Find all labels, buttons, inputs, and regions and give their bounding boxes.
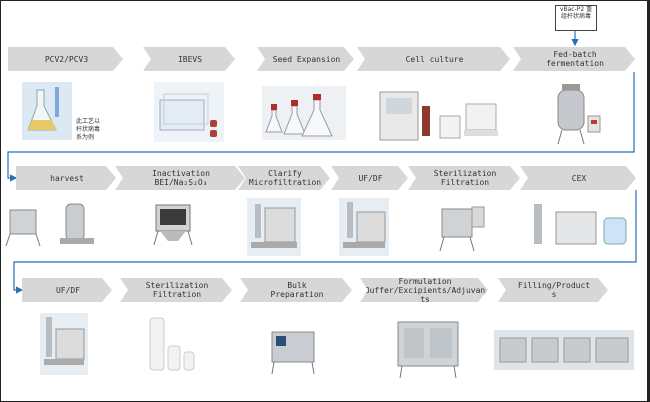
step-sterilization-filtration-1: Sterilization Filtration (408, 166, 520, 190)
side-note-line2: 杆状病毒 (76, 126, 101, 133)
step-clarify-microfiltration: Clarify Microfiltration (238, 166, 330, 190)
step-label: IBEVS (177, 54, 203, 64)
step-inactivation: Inactivation BEI/Na₂S₂O₃ (115, 166, 245, 190)
strain-note-line2: 组杆状病毒 (560, 13, 591, 20)
step-label: Formulation Buffer/Excipients/Adjuvan ts (364, 276, 486, 304)
pcv-cell-flask-image (22, 82, 72, 140)
uf-df-skid-image (339, 198, 389, 256)
step-label: Filling/Product s (517, 281, 591, 299)
step-label: PCV2/PCV3 (44, 54, 89, 64)
seed-expansion-flasks-image (262, 86, 346, 140)
cell-culture-equipment-image (379, 91, 498, 141)
step-label: Sterilization Filtration (145, 281, 209, 299)
step-cell-culture: Cell culture (357, 47, 510, 71)
ibevs-culture-box-image (154, 82, 224, 142)
step-sterilization-filtration-2: Sterilization Filtration (120, 278, 232, 302)
filling-line-image (494, 330, 634, 370)
connector-row2-to-row3 (13, 190, 637, 294)
formulation-system-image (397, 321, 459, 379)
harvest-equipment-image (5, 203, 94, 247)
strain-note-line1: vBac-P2 重 (559, 6, 593, 13)
step-cex: CEX (520, 166, 636, 190)
side-note-line3: 系为例 (76, 134, 95, 141)
filter-cartridges-image (149, 317, 195, 371)
cex-chromatography-image (534, 204, 627, 245)
side-note: 此工艺以 杆状病毒 系为例 (76, 118, 108, 142)
step-label: CEX (571, 173, 587, 183)
uf-df-skid-image-2 (40, 313, 88, 375)
step-ibevs: IBEVS (143, 47, 235, 71)
step-label: harvest (50, 173, 84, 183)
step-label: Seed Expansion (272, 54, 341, 64)
sterilization-filtration-tank-image (439, 206, 485, 252)
step-label: Sterilization Filtration (433, 169, 497, 187)
step-pcv2-pcv3: PCV2/PCV3 (8, 47, 123, 71)
step-bulk-preparation: Bulk Preparation (240, 278, 352, 302)
step-seed-expansion: Seed Expansion (257, 47, 354, 71)
step-filling-products: Filling/Product s (498, 278, 608, 302)
step-uf-df-1: UF/DF (331, 166, 408, 190)
strain-note: vBac-P2 重 组杆状病毒 (555, 5, 597, 31)
step-label: Fed-batch fermentation (546, 50, 604, 68)
connector-row1-to-row2 (7, 72, 635, 182)
microfiltration-skid-image (247, 198, 301, 256)
step-label: Bulk Preparation (270, 281, 324, 299)
step-uf-df-2: UF/DF (22, 278, 112, 302)
step-label: UF/DF (358, 173, 383, 183)
step-label: Inactivation BEI/Na₂S₂O₃ (152, 169, 210, 187)
step-label: Cell culture (405, 54, 464, 64)
bulk-preparation-tank-image (271, 331, 315, 375)
step-label: Clarify Microfiltration (248, 169, 322, 187)
side-note-line1: 此工艺以 (76, 118, 101, 125)
fermenter-image (557, 84, 601, 145)
step-harvest: harvest (16, 166, 116, 190)
inactivation-tank-image (153, 204, 193, 246)
step-fed-batch-fermentation: Fed-batch fermentation (513, 47, 635, 71)
step-label: UF/DF (55, 285, 81, 295)
step-formulation: Formulation Buffer/Excipients/Adjuvan ts (360, 278, 488, 302)
